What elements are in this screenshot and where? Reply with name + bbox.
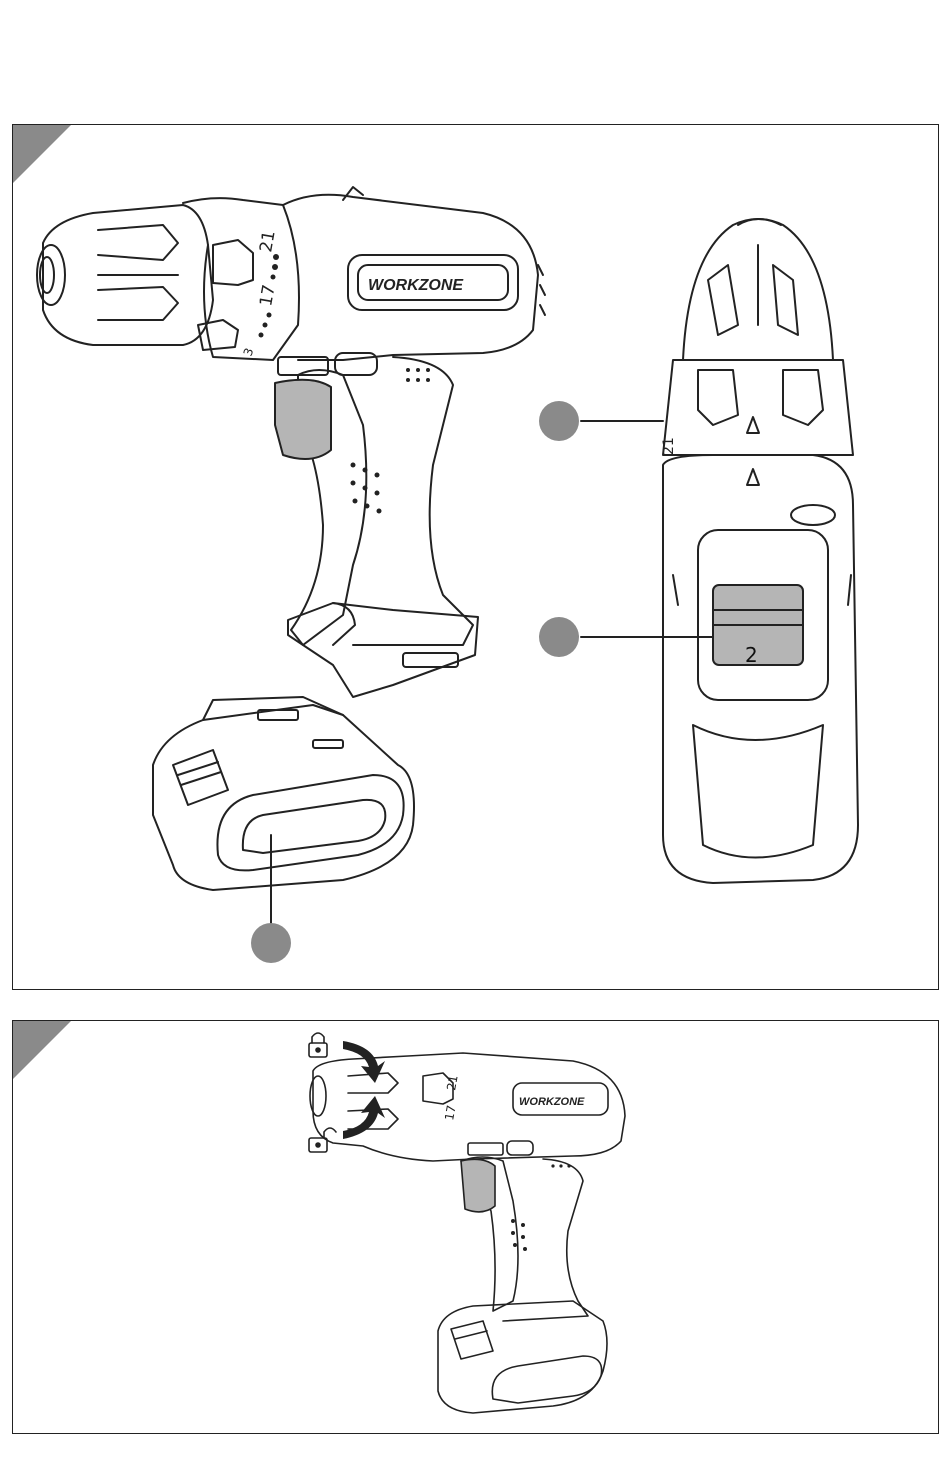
figure-panel-2: 21 17 WORKZONE — [12, 1020, 939, 1434]
speed-mark-mid-small: 17 — [442, 1104, 458, 1121]
callout-battery — [251, 923, 291, 963]
switch-label: 2 — [745, 643, 758, 667]
drill-illustrations: 21 17 3 WORKZONE — [13, 125, 938, 989]
figure-panel-1: 21 17 3 WORKZONE — [12, 124, 939, 990]
drill-with-battery-illustration: 21 17 WORKZONE — [13, 1021, 938, 1433]
callout-switch — [539, 617, 579, 657]
speed-mark-high-small: 21 — [444, 1074, 460, 1091]
speed-mark-low: 3 — [241, 346, 257, 358]
callout-chuck — [539, 401, 579, 441]
lock-icon — [309, 1033, 327, 1057]
brand-logo-small: WORKZONE — [519, 1096, 585, 1108]
brand-logo: WORKZONE — [368, 277, 464, 294]
drill-top-view: 21 2 — [661, 219, 858, 883]
unlock-icon — [309, 1128, 336, 1152]
speed-mark-high: 21 — [256, 229, 279, 254]
rotate-arrow-icon — [343, 1041, 385, 1139]
drill-side-view: 21 17 3 WORKZONE — [37, 187, 545, 697]
top-view-speed-mark: 21 — [661, 437, 677, 455]
drill-side-view-small: 21 17 WORKZONE — [310, 1053, 625, 1413]
battery-pack — [153, 697, 414, 925]
speed-mark-mid: 17 — [256, 283, 279, 308]
